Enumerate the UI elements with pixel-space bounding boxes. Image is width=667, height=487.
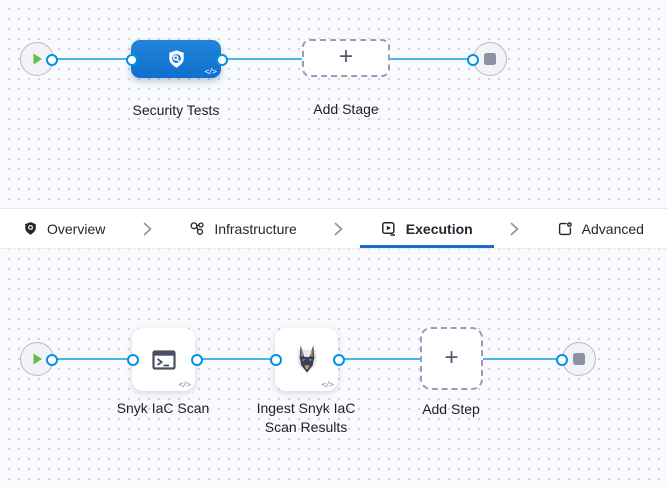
tab-advanced[interactable]: Advanced bbox=[536, 209, 665, 248]
add-stage-label: Add Stage bbox=[313, 101, 379, 117]
connector-dot[interactable] bbox=[555, 353, 568, 366]
stage-config-tabbar: Overview Infrastructure bbox=[0, 208, 667, 249]
connector-dot[interactable] bbox=[126, 353, 139, 366]
connector-dot[interactable] bbox=[125, 53, 138, 66]
pipeline-link bbox=[52, 358, 132, 360]
shield-icon bbox=[23, 221, 38, 236]
code-icon: </> bbox=[204, 67, 217, 76]
stage-label: Security Tests bbox=[132, 102, 220, 118]
connector-dot[interactable] bbox=[269, 353, 282, 366]
stop-icon bbox=[573, 353, 585, 365]
connector-dot[interactable] bbox=[190, 353, 203, 366]
security-shield-icon bbox=[165, 48, 188, 71]
play-icon bbox=[31, 352, 43, 366]
code-icon: </> bbox=[321, 380, 334, 389]
add-stage-button[interactable]: + bbox=[302, 39, 390, 77]
connector-dot[interactable] bbox=[466, 53, 479, 66]
chevron-right-icon bbox=[510, 209, 519, 248]
tab-overview[interactable]: Overview bbox=[2, 209, 126, 248]
plus-icon: + bbox=[444, 343, 459, 371]
pipeline-link bbox=[221, 58, 302, 60]
infrastructure-nodes-icon bbox=[189, 221, 205, 237]
connector-dot[interactable] bbox=[46, 53, 58, 66]
add-step-button[interactable]: + bbox=[420, 327, 483, 390]
connector-dot[interactable] bbox=[46, 353, 58, 366]
advanced-gear-box-icon bbox=[557, 221, 573, 237]
stage-node-security-tests[interactable]: </> bbox=[131, 40, 221, 78]
step-node-snyk-iac-scan[interactable]: </> bbox=[132, 328, 195, 391]
chevron-right-icon bbox=[334, 209, 343, 248]
pipeline-link bbox=[195, 358, 275, 360]
tab-execution[interactable]: Execution bbox=[359, 209, 494, 248]
step-label: Snyk IaC Scan bbox=[116, 400, 210, 416]
pipeline-link bbox=[390, 58, 473, 60]
snyk-dog-icon bbox=[288, 341, 326, 379]
tab-label: Infrastructure bbox=[214, 220, 297, 237]
execution-play-box-icon bbox=[381, 221, 397, 237]
pipeline-link bbox=[52, 58, 132, 60]
chevron-right-icon bbox=[143, 209, 152, 248]
pipeline-end-node bbox=[562, 342, 596, 376]
step-node-ingest-snyk-results[interactable]: </> bbox=[275, 328, 338, 391]
play-icon bbox=[31, 52, 43, 66]
tab-label: Overview bbox=[47, 220, 106, 237]
connector-dot[interactable] bbox=[215, 53, 228, 66]
add-step-label: Add Step bbox=[422, 401, 480, 417]
stop-icon bbox=[484, 53, 496, 65]
pipeline-link bbox=[338, 358, 420, 360]
step-label: Ingest Snyk IaC Scan Results bbox=[256, 400, 356, 435]
tab-label: Advanced bbox=[581, 220, 644, 237]
plus-icon: + bbox=[338, 43, 353, 70]
pipeline-link bbox=[483, 358, 562, 360]
code-icon: </> bbox=[178, 380, 191, 389]
connector-dot[interactable] bbox=[332, 353, 345, 366]
tab-infrastructure[interactable]: Infrastructure bbox=[168, 209, 317, 248]
terminal-icon bbox=[146, 342, 182, 378]
tab-label: Execution bbox=[405, 220, 473, 237]
